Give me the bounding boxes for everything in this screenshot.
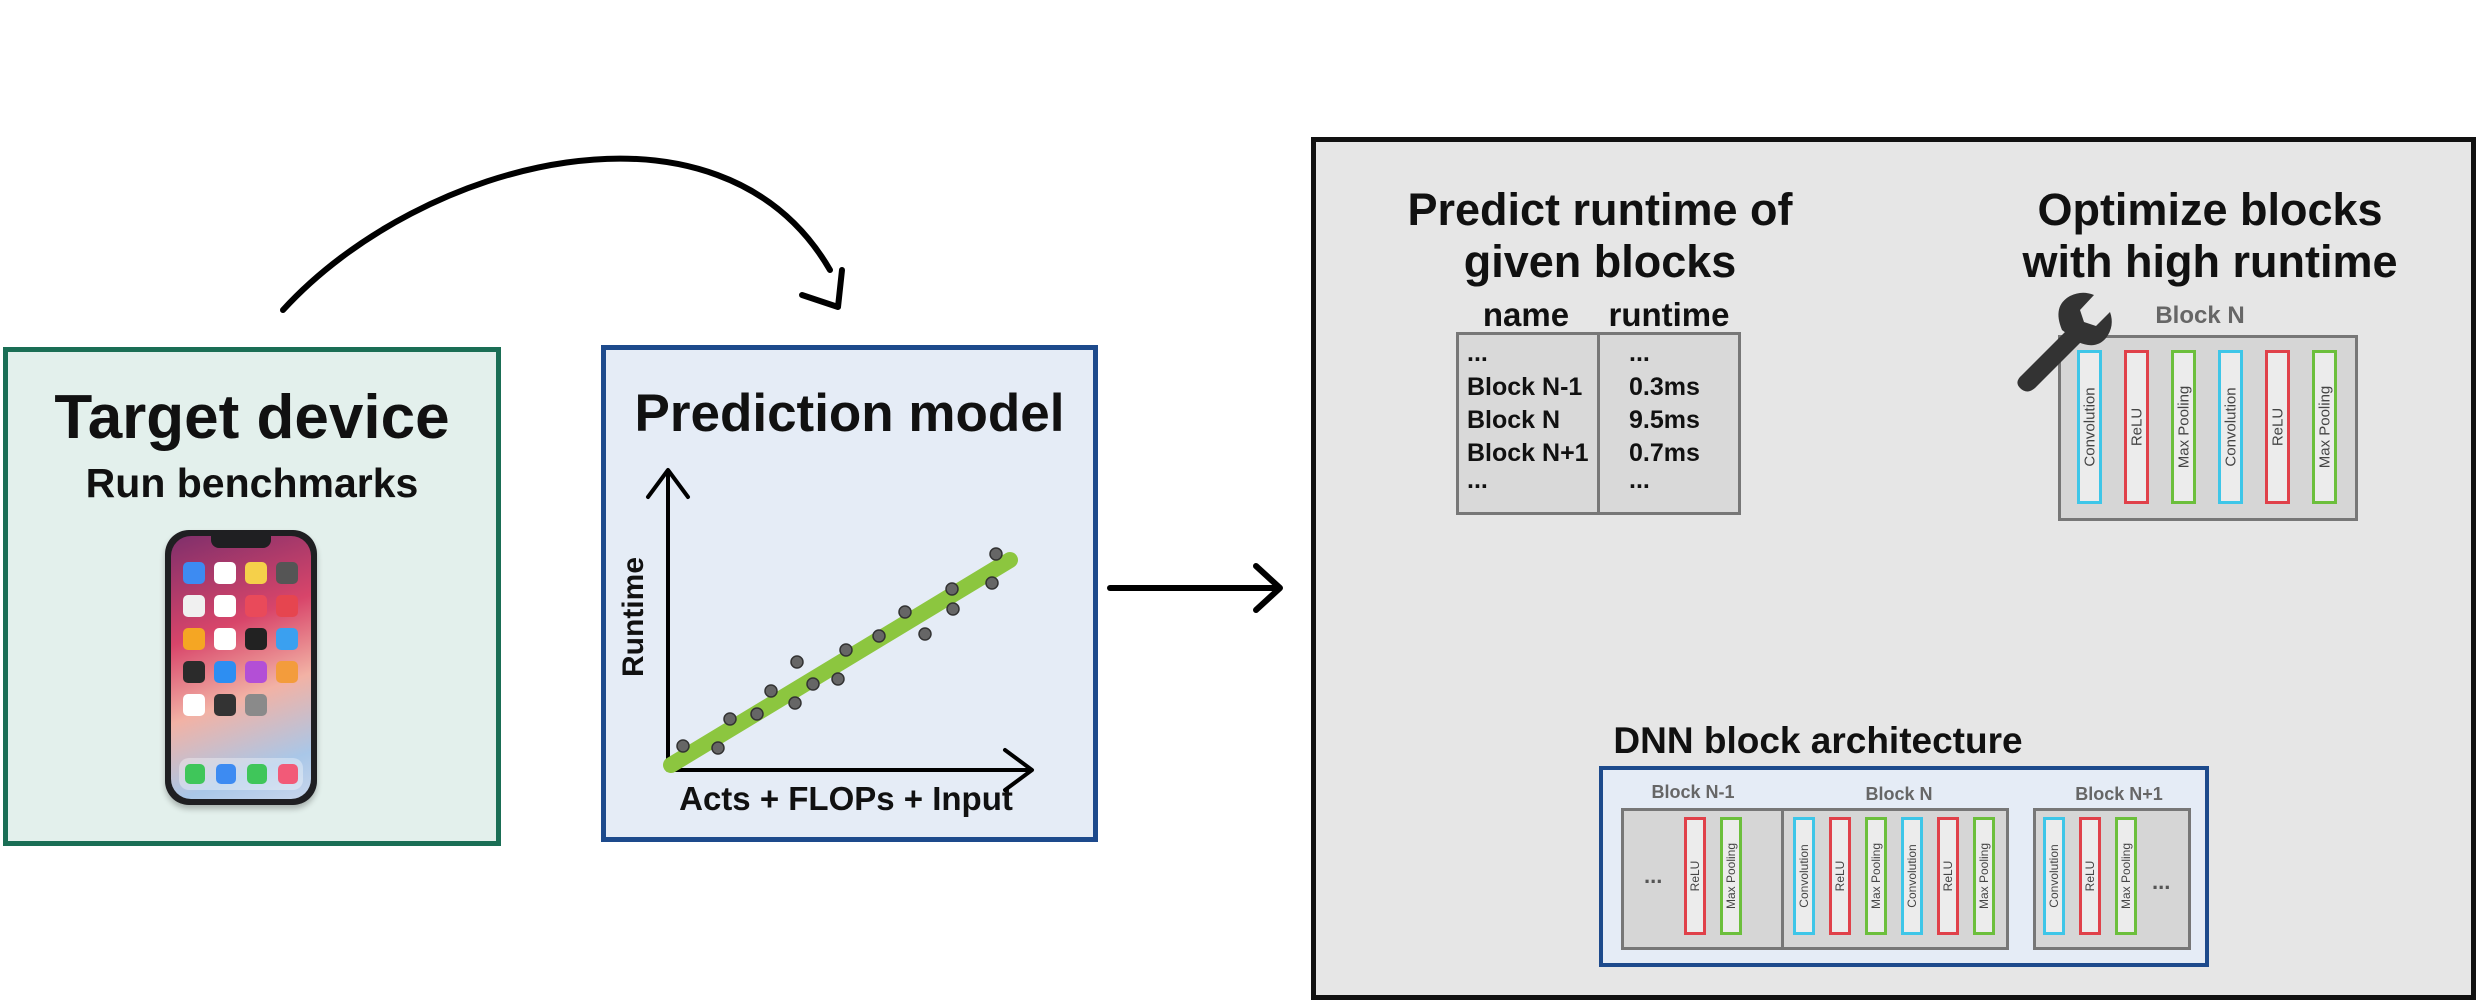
phone-dock (179, 758, 303, 790)
layer-relu: ReLU (2265, 350, 2290, 504)
optimize-block-label: Block N (2155, 302, 2245, 329)
target-device-panel: Target device Run benchmarks (3, 347, 501, 846)
column-header-runtime: runtime (1608, 296, 1730, 333)
layer-relu: ReLU (1829, 817, 1851, 935)
layer-max-pooling: Max Pooling (1973, 817, 1995, 935)
ellipsis: ... (2152, 869, 2171, 894)
optimize-block: Convolution ReLU Max Pooling Convolution… (2058, 335, 2358, 521)
layer-max-pooling: Max Pooling (1865, 817, 1887, 935)
runtime-table: ... Block N-1 Block N Block N+1 ... ... … (1456, 332, 1741, 515)
arch-block-n: Convolution ReLU Max Pooling Convolution… (1781, 808, 2009, 950)
prediction-model-panel: Prediction model Runtime Acts + FLOPs + … (601, 345, 1098, 842)
table-cell-name: Block N-1 (1467, 373, 1583, 401)
predict-title-line1: Predict runtime of (1407, 184, 1793, 235)
layer-relu: ReLU (2079, 817, 2101, 935)
y-axis-label: Runtime (617, 557, 650, 677)
app-grid (183, 562, 299, 716)
optimize-title-line2: with high runtime (2022, 236, 2398, 287)
table-cell-runtime: 0.7ms (1629, 439, 1700, 467)
straight-arrowhead-model-to-panel (1253, 563, 1283, 613)
layer-relu: ReLU (2124, 350, 2149, 504)
layer-max-pooling: Max Pooling (2171, 350, 2196, 504)
table-cell-runtime: 9.5ms (1629, 406, 1700, 434)
layer-convolution: Convolution (2043, 817, 2065, 935)
layer-convolution: Convolution (2077, 350, 2102, 504)
arc-arrow-device-to-model (280, 155, 833, 313)
table-cell-name: Block N (1467, 406, 1561, 434)
architecture-container: Block N-1 ... ReLU Max Pooling Block N C… (1599, 766, 2209, 967)
arc-arrowhead-device-to-model (799, 267, 845, 310)
phone-screen (171, 536, 311, 799)
table-cell-runtime: ... (1629, 466, 1650, 494)
table-cell-runtime: 0.3ms (1629, 373, 1700, 401)
architecture-title: DNN block architecture (1613, 720, 2023, 761)
predict-title-line2: given blocks (1463, 236, 1737, 287)
layer-relu: ReLU (1684, 817, 1706, 935)
arch-block-n-label: Block N (1865, 784, 1933, 804)
target-device-subtitle: Run benchmarks (85, 460, 419, 506)
x-axis-label: Acts + FLOPs + Input (679, 780, 1013, 817)
smartphone-icon (165, 530, 317, 805)
layer-relu: ReLU (1937, 817, 1959, 935)
runtime-table-divider (1597, 335, 1600, 512)
runtime-table-values: ... 0.3ms 9.5ms 0.7ms ... (1629, 339, 1739, 494)
arch-block-next: Convolution ReLU Max Pooling ... (2033, 808, 2191, 950)
phone-notch (211, 536, 271, 548)
ellipsis: ... (1644, 863, 1663, 888)
layer-max-pooling: Max Pooling (2312, 350, 2337, 504)
layer-max-pooling: Max Pooling (1720, 817, 1742, 935)
arch-block-prev: ... ReLU Max Pooling (1621, 808, 1801, 950)
layer-convolution: Convolution (1901, 817, 1923, 935)
runtime-table-names: ... Block N-1 Block N Block N+1 ... (1467, 339, 1597, 494)
layer-max-pooling: Max Pooling (2115, 817, 2137, 935)
table-cell-name: Block N+1 (1467, 439, 1589, 467)
prediction-model-title: Prediction model (634, 384, 1065, 443)
optimize-title-line1: Optimize blocks (2037, 184, 2383, 235)
layer-convolution: Convolution (2218, 350, 2243, 504)
arch-block-next-label: Block N+1 (2075, 784, 2163, 804)
arch-block-prev-label: Block N-1 (1651, 782, 1735, 802)
table-cell-name: ... (1467, 466, 1488, 494)
layer-convolution: Convolution (1793, 817, 1815, 935)
table-cell-runtime: ... (1629, 339, 1650, 367)
table-cell-name: ... (1467, 339, 1488, 367)
target-device-title: Target device (54, 383, 450, 452)
column-header-name: name (1482, 296, 1570, 333)
